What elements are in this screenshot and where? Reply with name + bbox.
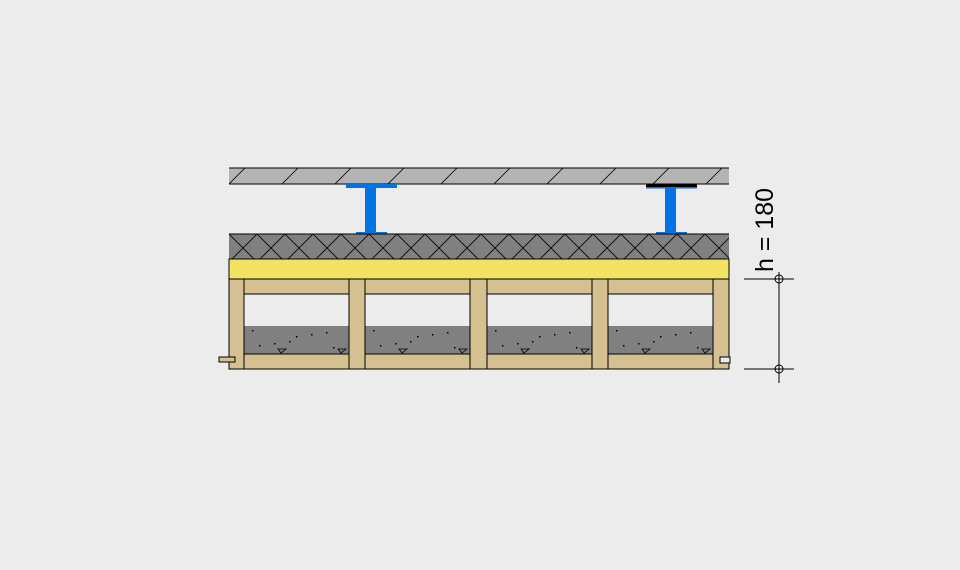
aggregate-dot xyxy=(380,345,382,347)
aggregate-dot xyxy=(417,336,419,338)
aggregate-dot xyxy=(333,347,335,349)
aggregate-dot xyxy=(410,341,412,343)
aggregate-triangle xyxy=(458,348,469,354)
timber-post xyxy=(469,278,488,370)
aggregate-dot xyxy=(502,345,504,347)
screed-fill xyxy=(244,326,349,354)
bottom-rail xyxy=(364,353,471,370)
aggregate-dot xyxy=(395,343,397,345)
aggregate-dot xyxy=(454,347,456,349)
aggregate-dot xyxy=(623,345,625,347)
aggregate-dot xyxy=(576,347,578,349)
aggregate-dot xyxy=(495,330,497,332)
timber-post xyxy=(591,278,609,370)
screed-fill xyxy=(608,326,713,354)
aggregate-dot xyxy=(675,334,677,336)
aggregate-triangle xyxy=(701,348,712,354)
left-tongue xyxy=(218,356,236,363)
screed-fill xyxy=(365,326,470,354)
aggregate-dot xyxy=(532,341,534,343)
aggregate-dot xyxy=(311,334,313,336)
aggregate-dot xyxy=(296,336,298,338)
aggregate-dot xyxy=(539,336,541,338)
aggregate-dot xyxy=(569,332,571,334)
bottom-rail xyxy=(486,353,593,370)
aggregate-dot xyxy=(252,330,254,332)
height-dimension xyxy=(744,272,794,383)
aggregate-dot xyxy=(697,347,699,349)
aggregate-dot xyxy=(653,341,655,343)
aggregate-triangle xyxy=(277,348,288,354)
aggregate-dot xyxy=(289,341,291,343)
insulation-layer xyxy=(229,233,729,259)
top-rail xyxy=(486,278,593,295)
bottom-rail xyxy=(607,353,714,370)
aggregate-dot xyxy=(432,334,434,336)
right-groove xyxy=(719,356,731,364)
aggregate-dot xyxy=(447,332,449,334)
aggregate-dot xyxy=(274,343,276,345)
aggregate-dot xyxy=(690,332,692,334)
aggregate-dot xyxy=(638,343,640,345)
aggregate-dot xyxy=(259,345,261,347)
screed-fill xyxy=(487,326,592,354)
timber-post xyxy=(348,278,366,370)
bottom-rail xyxy=(243,353,350,370)
aggregate-dot xyxy=(660,336,662,338)
aggregate-dot xyxy=(554,334,556,336)
top-rail xyxy=(364,278,471,295)
steel-beam-left xyxy=(346,184,397,235)
dimension-label: h = 180 xyxy=(751,188,779,272)
aggregate-triangle xyxy=(641,348,652,354)
aggregate-triangle xyxy=(520,348,531,354)
top-rail xyxy=(243,278,350,295)
timber-frame xyxy=(228,278,730,370)
aggregate-dot xyxy=(616,330,618,332)
top-rail xyxy=(607,278,714,295)
timber-post xyxy=(228,278,245,370)
aggregate-triangle xyxy=(337,348,348,354)
steel-beam-right xyxy=(646,184,697,235)
top-slab xyxy=(229,167,729,185)
aggregate-dot xyxy=(326,332,328,334)
aggregate-dot xyxy=(373,330,375,332)
timber-post xyxy=(712,278,730,370)
aggregate-triangle xyxy=(398,348,409,354)
membrane-layer xyxy=(228,258,730,280)
aggregate-dot xyxy=(517,343,519,345)
aggregate-triangle xyxy=(580,348,591,354)
